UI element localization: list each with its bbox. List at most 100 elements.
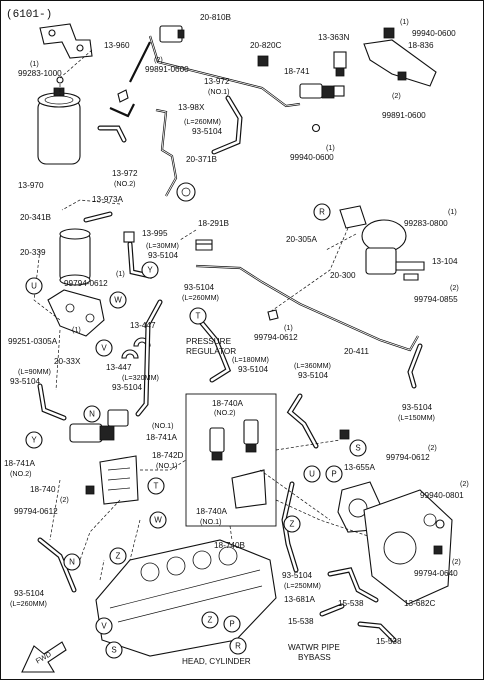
label-93-5104a: 93-5104 [192,127,222,136]
label-18-740A-top: 18-740A [212,399,243,408]
label-20-300: 20-300 [330,271,356,280]
label-99794-0612b: 99794-0612 [254,333,298,342]
label-20-371B: 20-371B [186,155,217,164]
label-18-740A-bot-q: (NO.1) [200,517,222,526]
label-q-99940-0801: (2) [460,479,469,488]
label-q-99794a: (1) [116,269,125,278]
label-q-99891a: (2) [154,55,163,64]
callout-V-low: V [95,617,113,635]
label-q-99794d: (2) [428,443,437,452]
label-20-33X: 20-33X [54,357,81,366]
label-len180: (L=180MM) [232,355,269,364]
label-13-972b: 13-972 [112,169,138,178]
label-99940-0801: 99940-0801 [420,491,464,500]
label-18-741A2: 18-741A [4,459,35,468]
svg-text:W: W [114,296,122,305]
label-q-99940b: (1) [326,143,335,152]
callout-S-mid: S [349,439,367,457]
svg-text:T: T [154,482,159,491]
label-no1a: (NO.1) [152,421,174,430]
gasket-13-104 [395,261,425,271]
svg-text:T: T [196,312,201,321]
callout-W-top: W [109,291,127,309]
label-q-99891b: (2) [392,91,401,100]
bolt-99794-0612d [339,429,350,440]
callout-N-low: N [63,553,81,571]
label-93-5104i: 93-5104 [14,589,44,598]
label-20-339: 20-339 [20,248,46,257]
nut-99940-0600 [311,123,321,133]
label-len150: (L=150MM) [398,413,435,422]
callout-V-top: V [95,339,113,357]
svg-text:N: N [89,410,95,419]
label-93-5104d: 93-5104 [112,383,142,392]
callout-R-top: R [313,203,331,221]
nut-99283-1000 [56,76,64,84]
egr-valve-20-300 [339,205,407,275]
label-len30: (L=30MM) [146,241,179,250]
label-q-99283-1000: (1) [30,59,39,68]
callout-U-top: U [25,277,43,295]
label-13-972b-q: (NO.2) [114,179,136,188]
label-93-5104e: 93-5104 [238,365,268,374]
label-18-740: 18-740 [30,485,56,494]
label-99794-0612a: 99794-0612 [64,279,108,288]
callout-T-mid: T [189,307,207,325]
bracket-18-740 [231,469,267,509]
label-99891-0600a: 99891-0600 [145,65,189,74]
callout-W-low: W [149,511,167,529]
label-18-742D: 18-742D [152,451,183,460]
label-20-341B: 20-341B [20,213,51,222]
bolt-99794-0612b [267,309,279,321]
solenoid-18-740A-no1 [209,427,225,461]
label-13-363N: 13-363N [318,33,349,42]
canister-13-970 [37,87,81,165]
label-99283-0800: 99283-0800 [404,219,448,228]
bolt-99794-0640 [433,545,443,555]
bolt-99794-0855 [403,273,419,281]
label-13-682C: 13-682C [404,599,435,608]
label-len250: (L=250MM) [284,581,321,590]
svg-text:S: S [111,646,116,655]
callout-P-head: P [223,615,241,633]
label-99794-0612d: 99794-0612 [386,453,430,462]
label-99940-0600a: 99940-0600 [412,29,456,38]
svg-text:Z: Z [290,520,295,529]
sensor-13-363N [333,51,347,77]
label-13-447a: 13-447 [130,321,156,330]
label-20-411: 20-411 [344,347,369,356]
svg-text:V: V [101,622,107,631]
label-18-741: 18-741 [284,67,310,76]
callout-P-mid: P [325,465,343,483]
label-99940-0600b: 99940-0600 [290,153,334,162]
clip-13-995 [123,231,135,243]
label-len360: (L=360MM) [294,361,331,370]
svg-text:R: R [319,208,325,217]
label-93-5104c: 93-5104 [184,283,214,292]
svg-text:Z: Z [116,552,121,561]
label-99283-1000: 99283-1000 [18,69,62,78]
bracket-20-33X [47,289,105,337]
svg-text:W: W [154,516,162,525]
label-q-99940a: (1) [400,17,409,26]
label-99794-0612c: 99794-0612 [14,507,58,516]
label-20-305A: 20-305A [286,235,317,244]
label-bybass: BYBASS [298,653,331,662]
label-q-99794-0640: (2) [452,557,461,566]
svg-text:R: R [235,642,241,651]
solenoid-18-740A-no2 [243,419,259,453]
clips-18-291B [195,239,213,251]
label-93-5104b: 93-5104 [148,251,178,260]
bracket-18-836 [363,27,437,87]
label-q-99283-0800: (1) [448,207,457,216]
svg-text:P: P [229,620,234,629]
svg-text:V: V [101,344,107,353]
label-18-740A-top-q: (NO.2) [214,408,236,417]
water-outlet-housing [363,489,453,605]
callout-Z-low: Z [109,547,127,565]
bracket-13-960 [39,23,93,59]
svg-text:N: N [69,558,75,567]
label-99794-0855: 99794-0855 [414,295,458,304]
label-13-972a-q: (NO.1) [208,87,230,96]
